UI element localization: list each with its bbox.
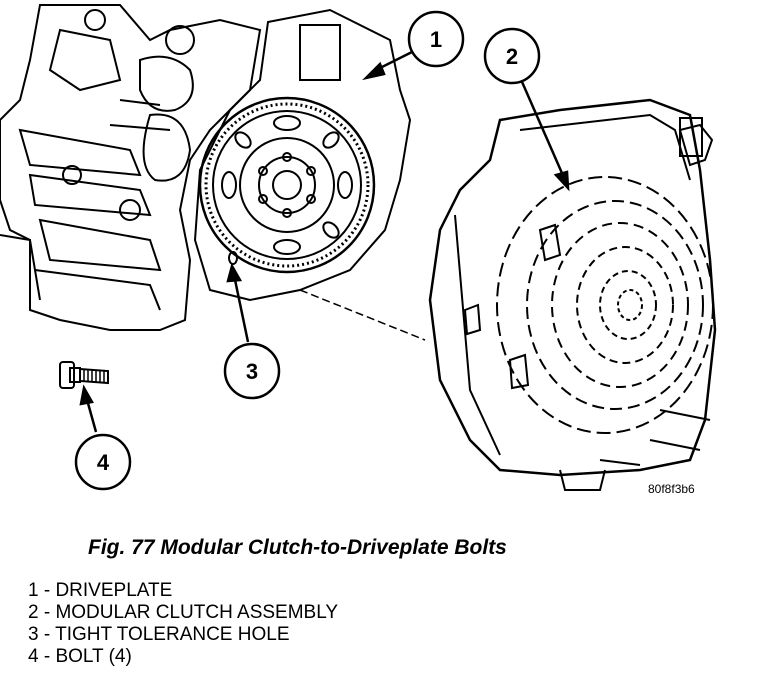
driveplate-drawing — [198, 96, 376, 274]
tight-tolerance-hole — [228, 251, 238, 265]
block-plate-window — [299, 24, 341, 81]
exploded-view-illustration: 1 2 3 4 — [0, 4, 717, 491]
parts-legend: 1 - DRIVEPLATE 2 - MODULAR CLUTCH ASSEMB… — [28, 580, 338, 668]
legend-item-bolt: 4 - BOLT (4) — [28, 646, 132, 667]
callout-1-circle — [407, 10, 465, 68]
legend-item-driveplate: 1 - DRIVEPLATE — [28, 580, 173, 601]
callout-4-circle — [74, 433, 132, 491]
legend-item-tight-tolerance-hole: 3 - TIGHT TOLERANCE HOLE — [28, 624, 290, 645]
callout-circles — [74, 10, 541, 491]
clutch-assembly-drawing — [428, 98, 717, 491]
block-plate — [193, 8, 412, 302]
image-reference-code: 80f8f3b6 — [648, 482, 695, 496]
figure-caption: Fig. 77 Modular Clutch-to-Driveplate Bol… — [88, 536, 507, 559]
callout-2-number: 2 — [506, 44, 518, 69]
leader-3 — [232, 274, 250, 343]
callout-4-number: 4 — [97, 450, 110, 475]
alignment-line — [299, 289, 426, 341]
legend-item-modular-clutch-assembly: 2 - MODULAR CLUTCH ASSEMBLY — [28, 602, 339, 623]
callout-2-circle — [483, 27, 541, 85]
engine-block-drawing — [0, 4, 262, 331]
callout-1-number: 1 — [430, 27, 442, 52]
leader-lines — [79, 50, 570, 433]
callout-3-circle — [223, 342, 281, 400]
bolt-drawing — [59, 361, 109, 389]
leader-2 — [517, 74, 567, 181]
callout-3-number: 3 — [246, 359, 258, 384]
